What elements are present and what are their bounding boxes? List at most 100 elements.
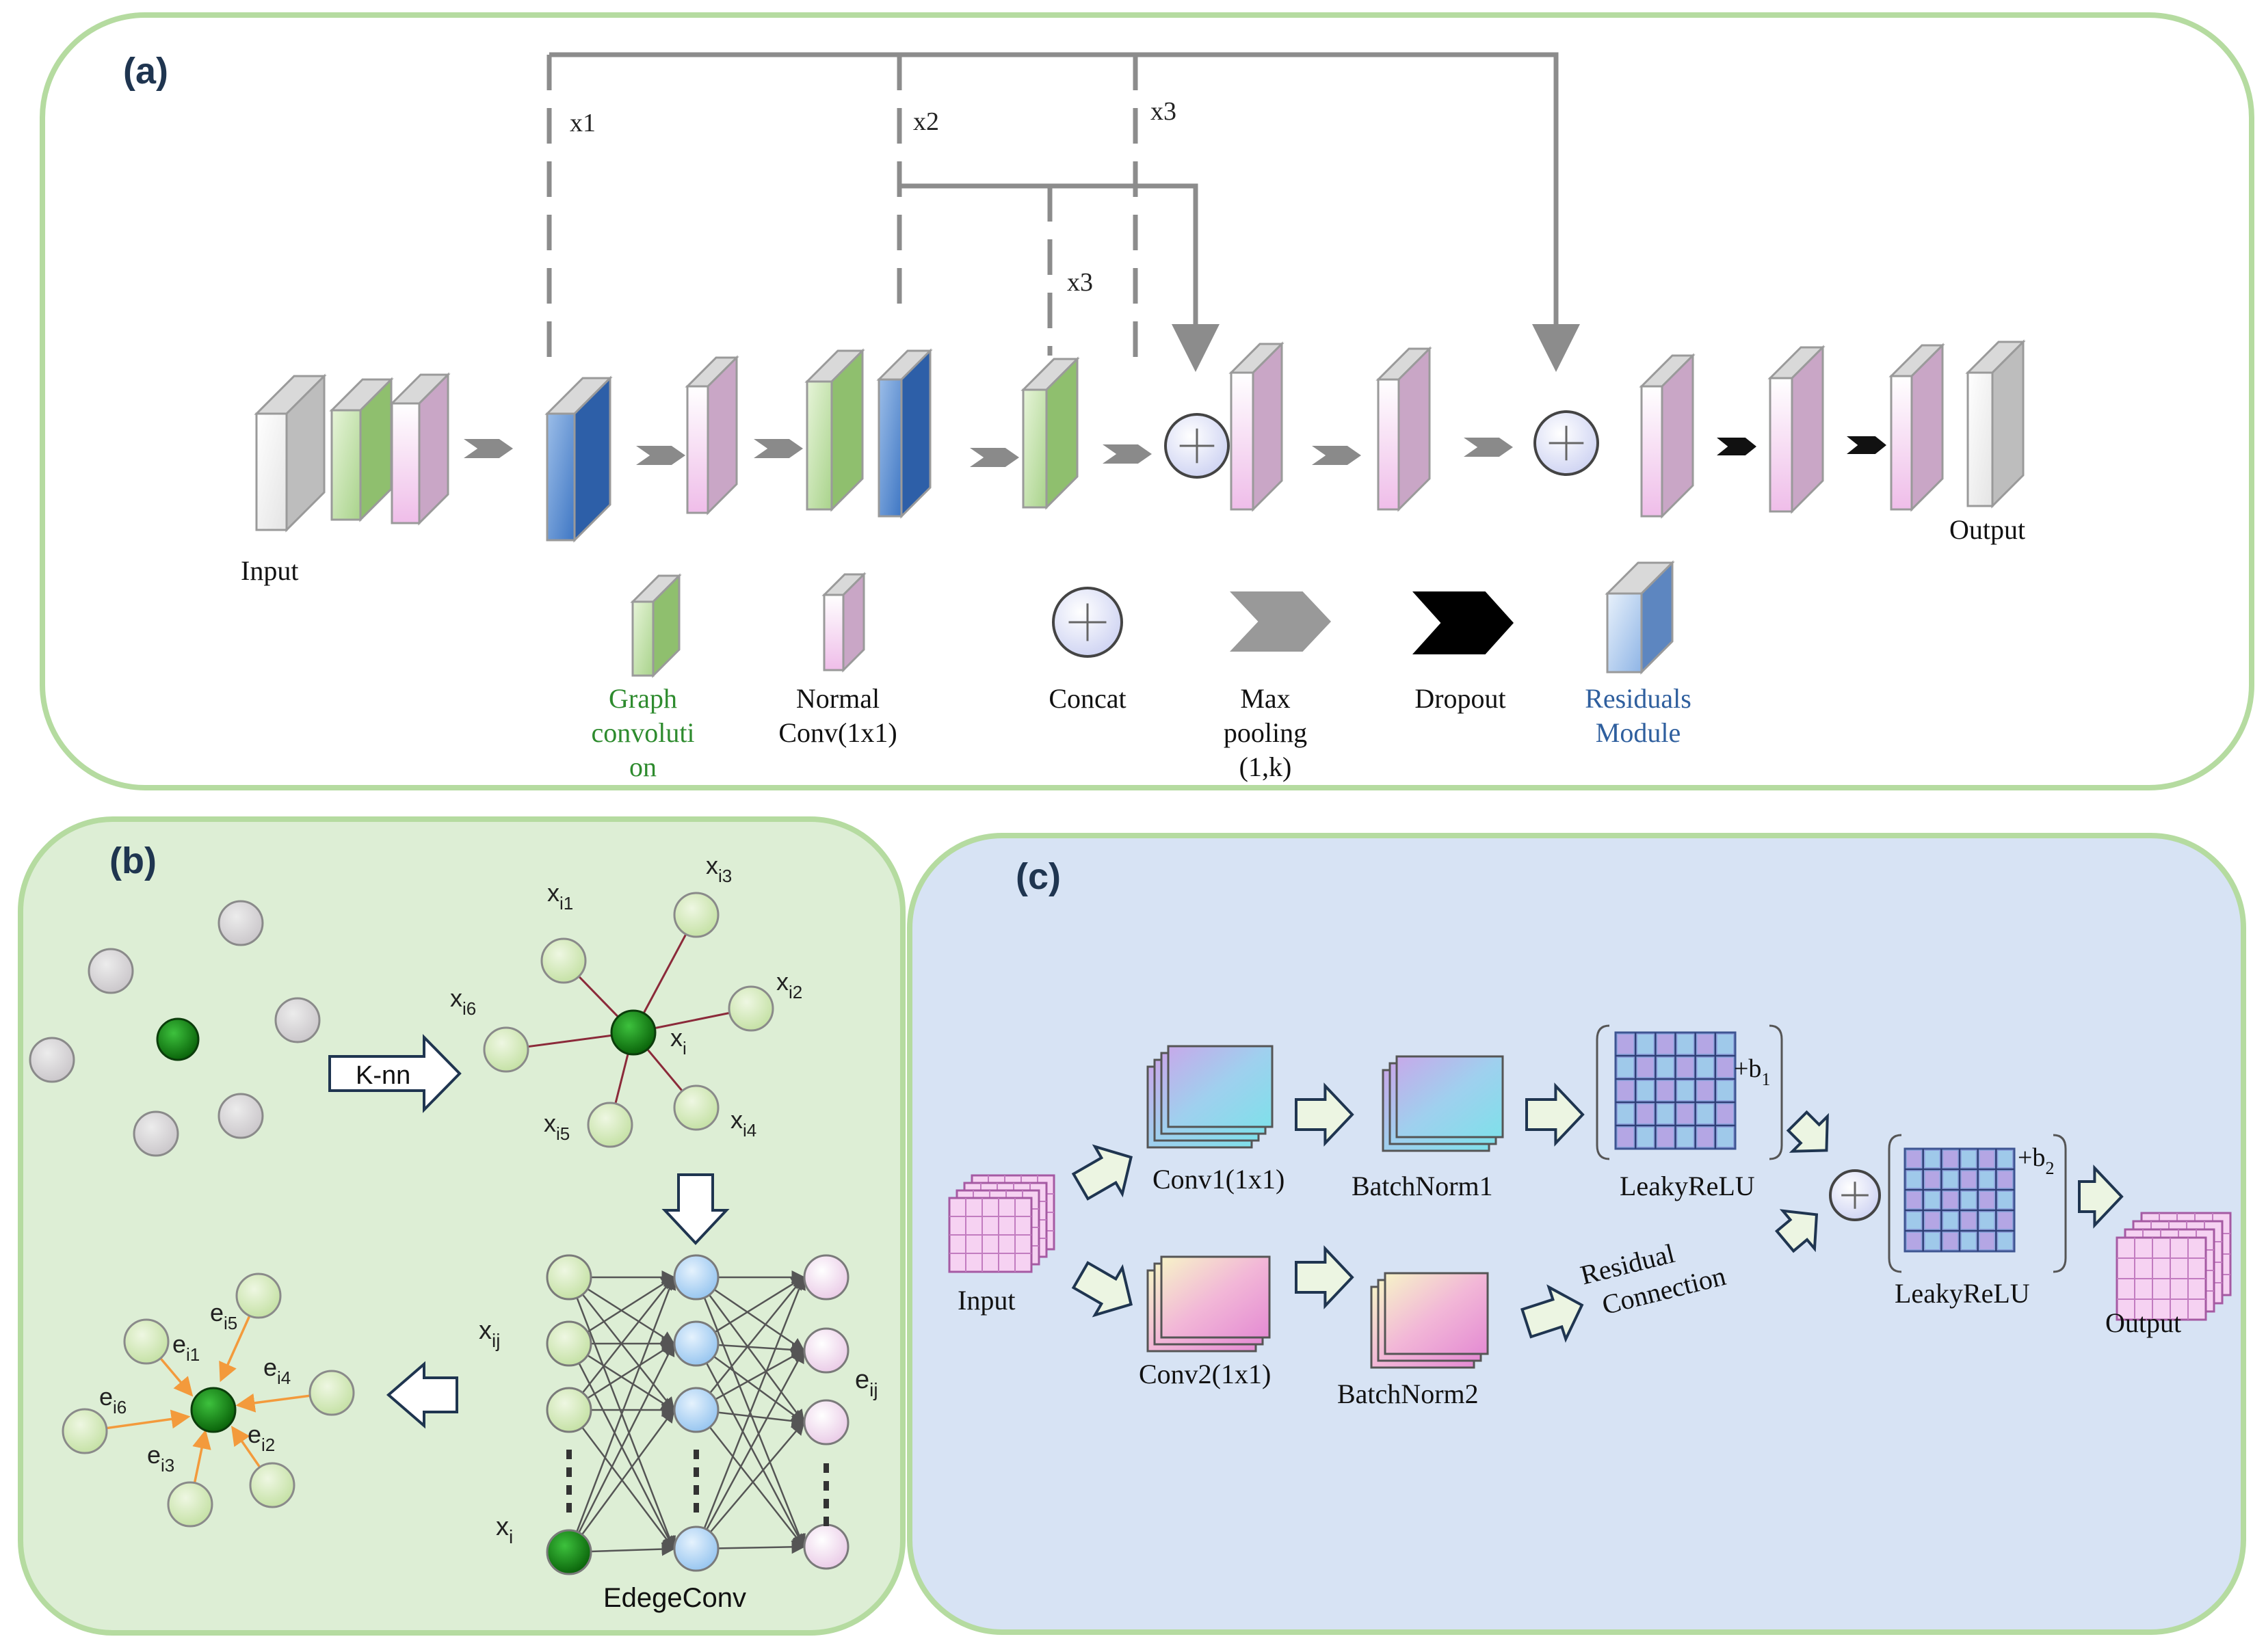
max-pooling-arrow	[1312, 446, 1361, 465]
knn-arrow	[328, 1034, 462, 1113]
ellipsis-mark	[566, 1467, 572, 1477]
neighbor-label: xi5	[544, 1109, 570, 1144]
legend-item-dropout: Dropout	[1412, 591, 1514, 714]
normal-conv-layer	[1639, 353, 1696, 519]
flow-arrow	[1295, 1245, 1354, 1309]
legend-label: Conv(1x1)	[778, 717, 897, 748]
point-node	[88, 948, 134, 994]
panel-c: (c) Input Conv1(1x1) BatchNorm1 LeakyReL…	[907, 833, 2246, 1635]
input-label: Input	[241, 555, 298, 586]
skip-connections	[546, 52, 1580, 372]
ellipsis-mark	[824, 1481, 829, 1491]
ellipsis-mark	[566, 1485, 572, 1495]
neighbor-label: xi6	[450, 984, 476, 1019]
relu2-bracket	[1888, 1134, 2067, 1273]
legend-label: Module	[1596, 717, 1681, 748]
residual-block	[948, 1024, 2232, 1369]
panel-c-frame	[907, 833, 2246, 1635]
max-pooling-arrow	[1103, 444, 1152, 464]
concat-node	[1164, 413, 1230, 479]
ellipsis-mark	[694, 1503, 699, 1513]
hidden-node	[673, 1387, 720, 1433]
max-pooling-arrow	[1464, 438, 1513, 457]
point-cloud	[29, 900, 321, 1157]
input-node	[546, 1320, 592, 1367]
knn-label: K-nn	[356, 1061, 410, 1090]
ellipsis-mark	[566, 1503, 572, 1513]
hidden-node	[673, 1320, 720, 1367]
center-node	[610, 1009, 657, 1056]
edge-label: ei3	[147, 1441, 174, 1476]
ellipsis-mark	[824, 1517, 829, 1526]
legend-label: (1,k)	[1239, 751, 1292, 782]
edge-label: ei1	[172, 1330, 200, 1365]
neighbor-node	[540, 937, 587, 984]
flow-arrow	[1525, 1082, 1585, 1147]
flow-arrow	[1520, 1284, 1584, 1343]
ellipsis-mark	[694, 1485, 699, 1495]
output-node	[803, 1327, 849, 1374]
bn1-label: BatchNorm1	[1352, 1171, 1493, 1201]
input-layer	[254, 373, 327, 533]
legend-label: Max	[1240, 683, 1290, 714]
input-node	[546, 1387, 592, 1433]
point-node	[218, 900, 264, 946]
normal-conv-layer	[1767, 345, 1826, 514]
flow-arrow	[1071, 1261, 1133, 1318]
b2-label: +b2	[2018, 1143, 2054, 1178]
legend-label: Concat	[1049, 683, 1126, 714]
neighbor-node	[308, 1370, 355, 1416]
point-node	[133, 1110, 179, 1157]
neighbor-node	[587, 1102, 633, 1148]
hidden-node	[673, 1526, 720, 1572]
layer-sequence	[254, 339, 2026, 543]
flow-arrow	[2078, 1164, 2124, 1229]
aggregation-graph	[62, 1273, 355, 1528]
neighbor-node	[62, 1408, 108, 1454]
max-pooling-arrow	[754, 439, 803, 458]
input-node	[546, 1529, 592, 1575]
legend-label: Residuals	[1585, 683, 1691, 714]
flow-arrow	[1786, 1110, 1829, 1153]
input-label-c: Input	[958, 1285, 1015, 1316]
dropout-arrow	[1717, 438, 1756, 455]
skip-label-x3-inner: x3	[1067, 268, 1093, 297]
output-node	[803, 1523, 849, 1570]
normal-conv-layer	[1888, 343, 1945, 512]
legend-label: on	[629, 751, 657, 782]
neighbor-node	[123, 1318, 170, 1365]
edge-label: ei2	[248, 1420, 275, 1455]
center-point-node	[156, 1017, 200, 1061]
neighbor-label: xi1	[547, 879, 573, 914]
point-node	[29, 1037, 75, 1083]
dropout-icon	[1412, 591, 1514, 654]
point-node	[218, 1093, 264, 1139]
neighbor-node	[483, 1026, 529, 1073]
neighbor-node	[235, 1273, 282, 1319]
flow-arrow	[1295, 1082, 1354, 1147]
legend-label: pooling	[1224, 717, 1307, 748]
neighbor-label: xi4	[730, 1106, 756, 1141]
normal-conv-layer	[389, 372, 451, 526]
graph-conv-layer	[1020, 356, 1080, 510]
normal-conv-icon	[821, 572, 867, 673]
ellipsis-mark	[694, 1467, 699, 1477]
edgeconv-label: EdegeConv	[603, 1583, 746, 1613]
output-node	[803, 1399, 849, 1446]
batchnorm2-stack	[1370, 1272, 1489, 1369]
conv2-stack	[1146, 1255, 1271, 1353]
edge-label: ei4	[263, 1353, 291, 1388]
skip-label-x1: x1	[570, 109, 596, 137]
ellipsis-mark	[824, 1463, 829, 1473]
ellipsis-mark	[824, 1499, 829, 1508]
residuals-icon	[1605, 560, 1675, 675]
graph-conv-icon	[630, 573, 682, 678]
neighbor-node	[673, 1084, 720, 1131]
concat-node	[1533, 410, 1599, 476]
output-label: Output	[1949, 514, 2025, 545]
conv1-label: Conv1(1x1)	[1152, 1164, 1284, 1195]
